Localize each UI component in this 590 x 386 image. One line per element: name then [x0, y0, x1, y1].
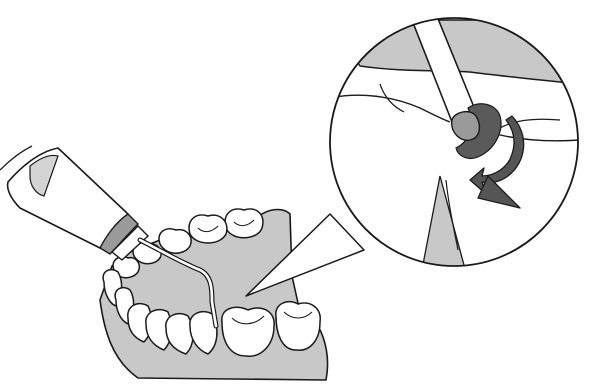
ultrasonic-scaler-handpiece-icon: [0, 146, 148, 260]
magnified-detail-callout: [330, 4, 580, 280]
tooth-rear-1: [225, 209, 263, 238]
tooth-front-molar-1: [222, 307, 274, 356]
tooth-rear-2: [189, 215, 227, 243]
tooth-rear-3: [159, 229, 191, 254]
tooth-front-molar-2: [276, 302, 320, 351]
